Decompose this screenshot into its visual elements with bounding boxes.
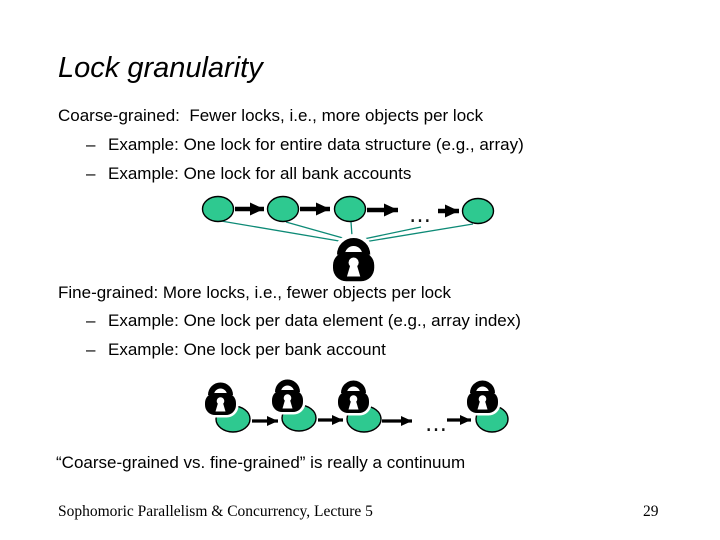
fine-grained-diagram: … (203, 383, 509, 437)
dash-bullet-marker: – (86, 340, 96, 359)
lock-association-line (363, 223, 474, 243)
padlock-icon (336, 384, 372, 416)
list-node (266, 195, 300, 223)
summary-line: “Coarse-grained vs. fine-grained” is rea… (56, 453, 466, 472)
list-node (333, 195, 367, 223)
slide-title: Lock granularity (58, 52, 263, 84)
list-node (461, 197, 495, 225)
fine-heading: Fine-grained: More locks, i.e., fewer ob… (58, 283, 452, 302)
bullet-text: Example: One lock for entire data struct… (108, 135, 524, 154)
ellipsis-text: … (409, 203, 431, 228)
page-number: 29 (643, 503, 659, 520)
coarse-bullet-1: – Example: One lock for entire data stru… (86, 135, 524, 155)
lock-association-line (220, 220, 346, 243)
footer-course-label: Sophomoric Parallelism & Concurrency, Le… (58, 503, 373, 520)
lock-association-line (285, 221, 351, 241)
bullet-text: Example: One lock per data element (e.g.… (108, 311, 521, 330)
fine-bullet-2: – Example: One lock per bank account (86, 340, 386, 360)
bullet-text: Example: One lock per bank account (108, 340, 386, 359)
padlock-icon (330, 242, 378, 285)
dash-bullet-marker: – (86, 135, 96, 154)
coarse-grained-diagram: … (201, 195, 495, 285)
lock-association-line (358, 226, 422, 241)
padlock-icon (465, 384, 501, 416)
coarse-bullet-2: – Example: One lock for all bank account… (86, 164, 411, 184)
dash-bullet-marker: – (86, 311, 96, 330)
list-node (201, 195, 235, 223)
lock-association-line (350, 221, 353, 237)
coarse-heading: Coarse-grained: Fewer locks, i.e., more … (58, 106, 484, 125)
ellipsis-text: … (425, 412, 447, 437)
fine-bullet-1: – Example: One lock per data element (e.… (86, 311, 521, 331)
padlock-icon (270, 383, 306, 415)
padlock-icon (203, 386, 239, 418)
bullet-text: Example: One lock for all bank accounts (108, 164, 412, 183)
dash-bullet-marker: – (86, 164, 96, 183)
